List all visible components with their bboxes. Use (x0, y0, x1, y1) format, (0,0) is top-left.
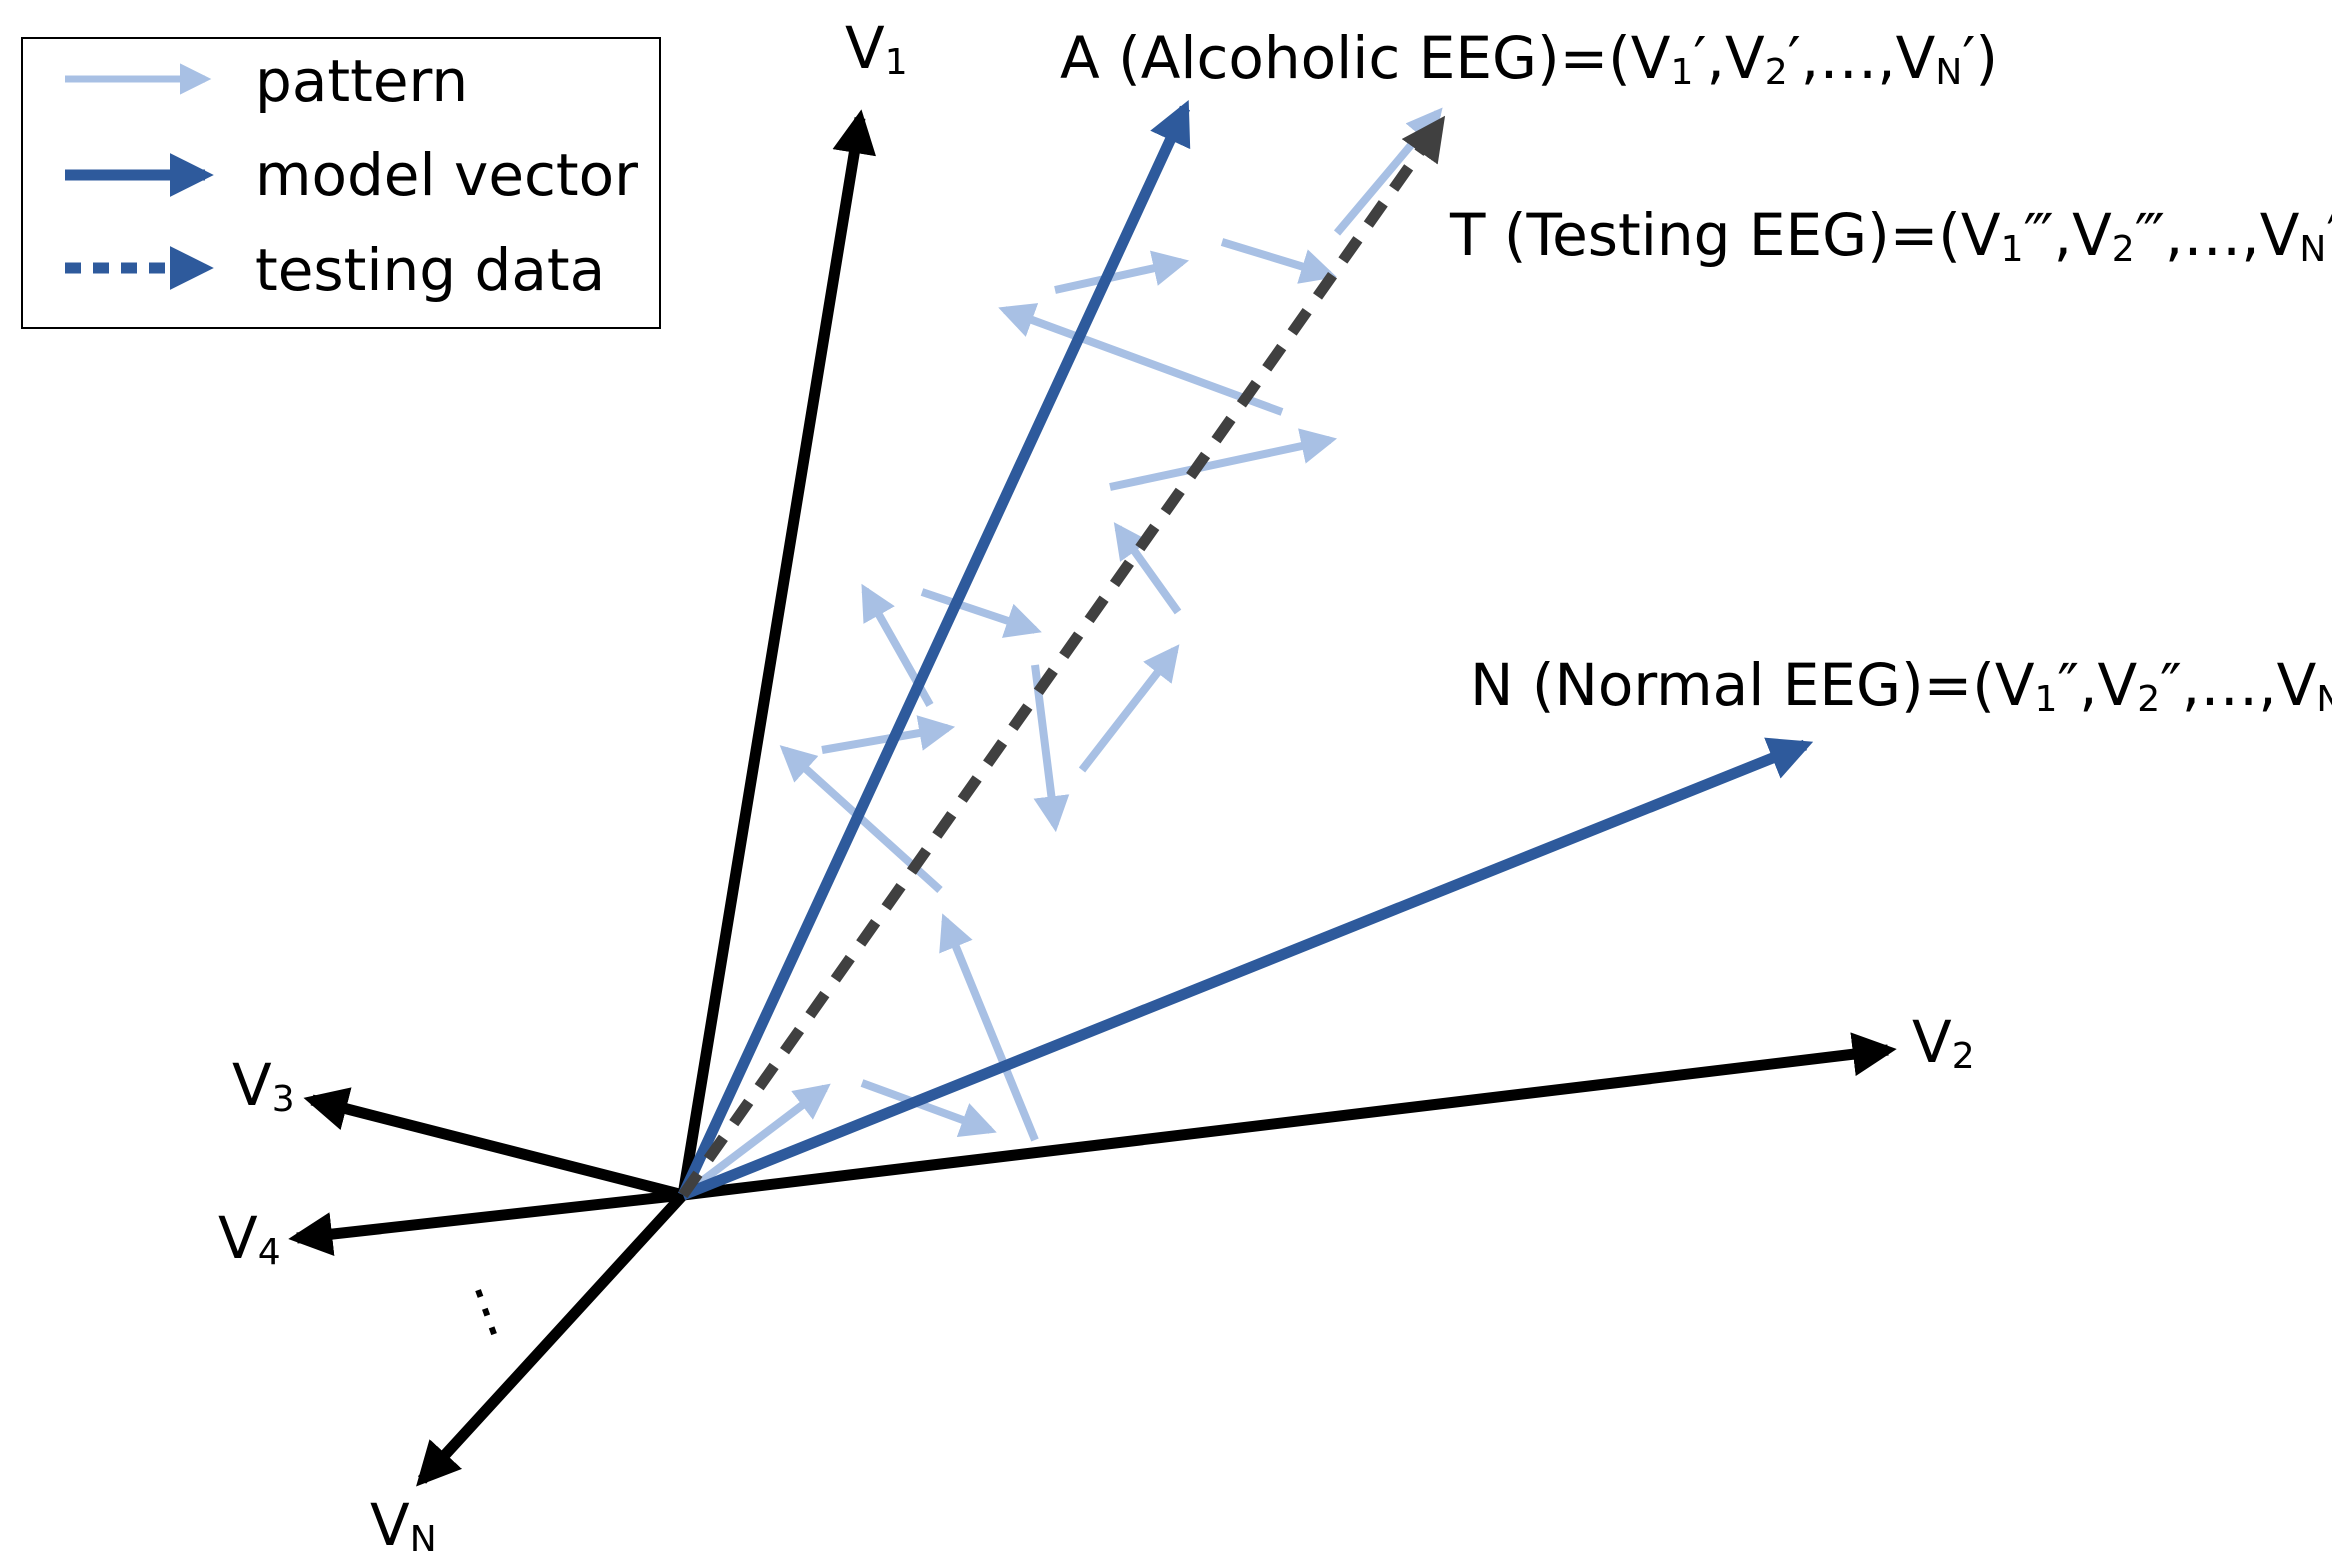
pattern-arrow (1333, 107, 1443, 236)
legend-pattern-label: pattern (255, 47, 468, 115)
testing-data-vector (678, 115, 1446, 1199)
pattern-arrow (1078, 644, 1180, 773)
pattern-arrow (1113, 522, 1182, 615)
axis-vn-arrow (416, 1191, 688, 1487)
axis-v2-label: V2 (1912, 1008, 1975, 1077)
pattern-arrow (939, 913, 1039, 1142)
pattern-arrow (1109, 428, 1338, 491)
axis-vn-label: VN (370, 1491, 437, 1560)
legend: pattern model vector testing data (21, 37, 661, 329)
axes-ellipsis: ⋮ (447, 1268, 525, 1352)
testing-vector-label: T (Testing EEG)=(V1‴,V2‴,…,VN‴) (1449, 201, 2332, 270)
alcoholic-vector-label: A (Alcoholic EEG)=(V1′,V2′,…,VN′) (1060, 24, 1998, 93)
pattern-arrow (998, 303, 1284, 416)
pattern-arrow (1054, 250, 1190, 294)
axis-v2-arrow (682, 1032, 1897, 1201)
axis-v4-arrow (288, 1189, 684, 1256)
axis-v1-arrow (677, 109, 877, 1196)
pattern-arrow (860, 1079, 997, 1137)
model-vectors (678, 100, 1814, 1201)
axis-v3-arrow (303, 1087, 685, 1201)
coordinate-axes (288, 109, 1897, 1487)
axis-v1-label: V1 (845, 14, 908, 83)
axis-v3-label: V3 (232, 1051, 295, 1120)
normal-vector-label: N (Normal EEG)=(V1″,V2″,…,VN″) (1470, 651, 2332, 720)
pattern-arrow (821, 715, 956, 754)
legend-box (21, 37, 661, 329)
pattern-arrow (920, 588, 1042, 638)
axis-v4-label: V4 (218, 1204, 281, 1273)
pattern-arrow (687, 1083, 831, 1194)
legend-testing-data-label: testing data (255, 236, 605, 304)
pattern-arrow (1220, 238, 1337, 284)
alcoholic-model-vector (678, 100, 1191, 1198)
legend-model-vector-label: model vector (255, 141, 638, 209)
normal-model-vector (680, 737, 1814, 1201)
